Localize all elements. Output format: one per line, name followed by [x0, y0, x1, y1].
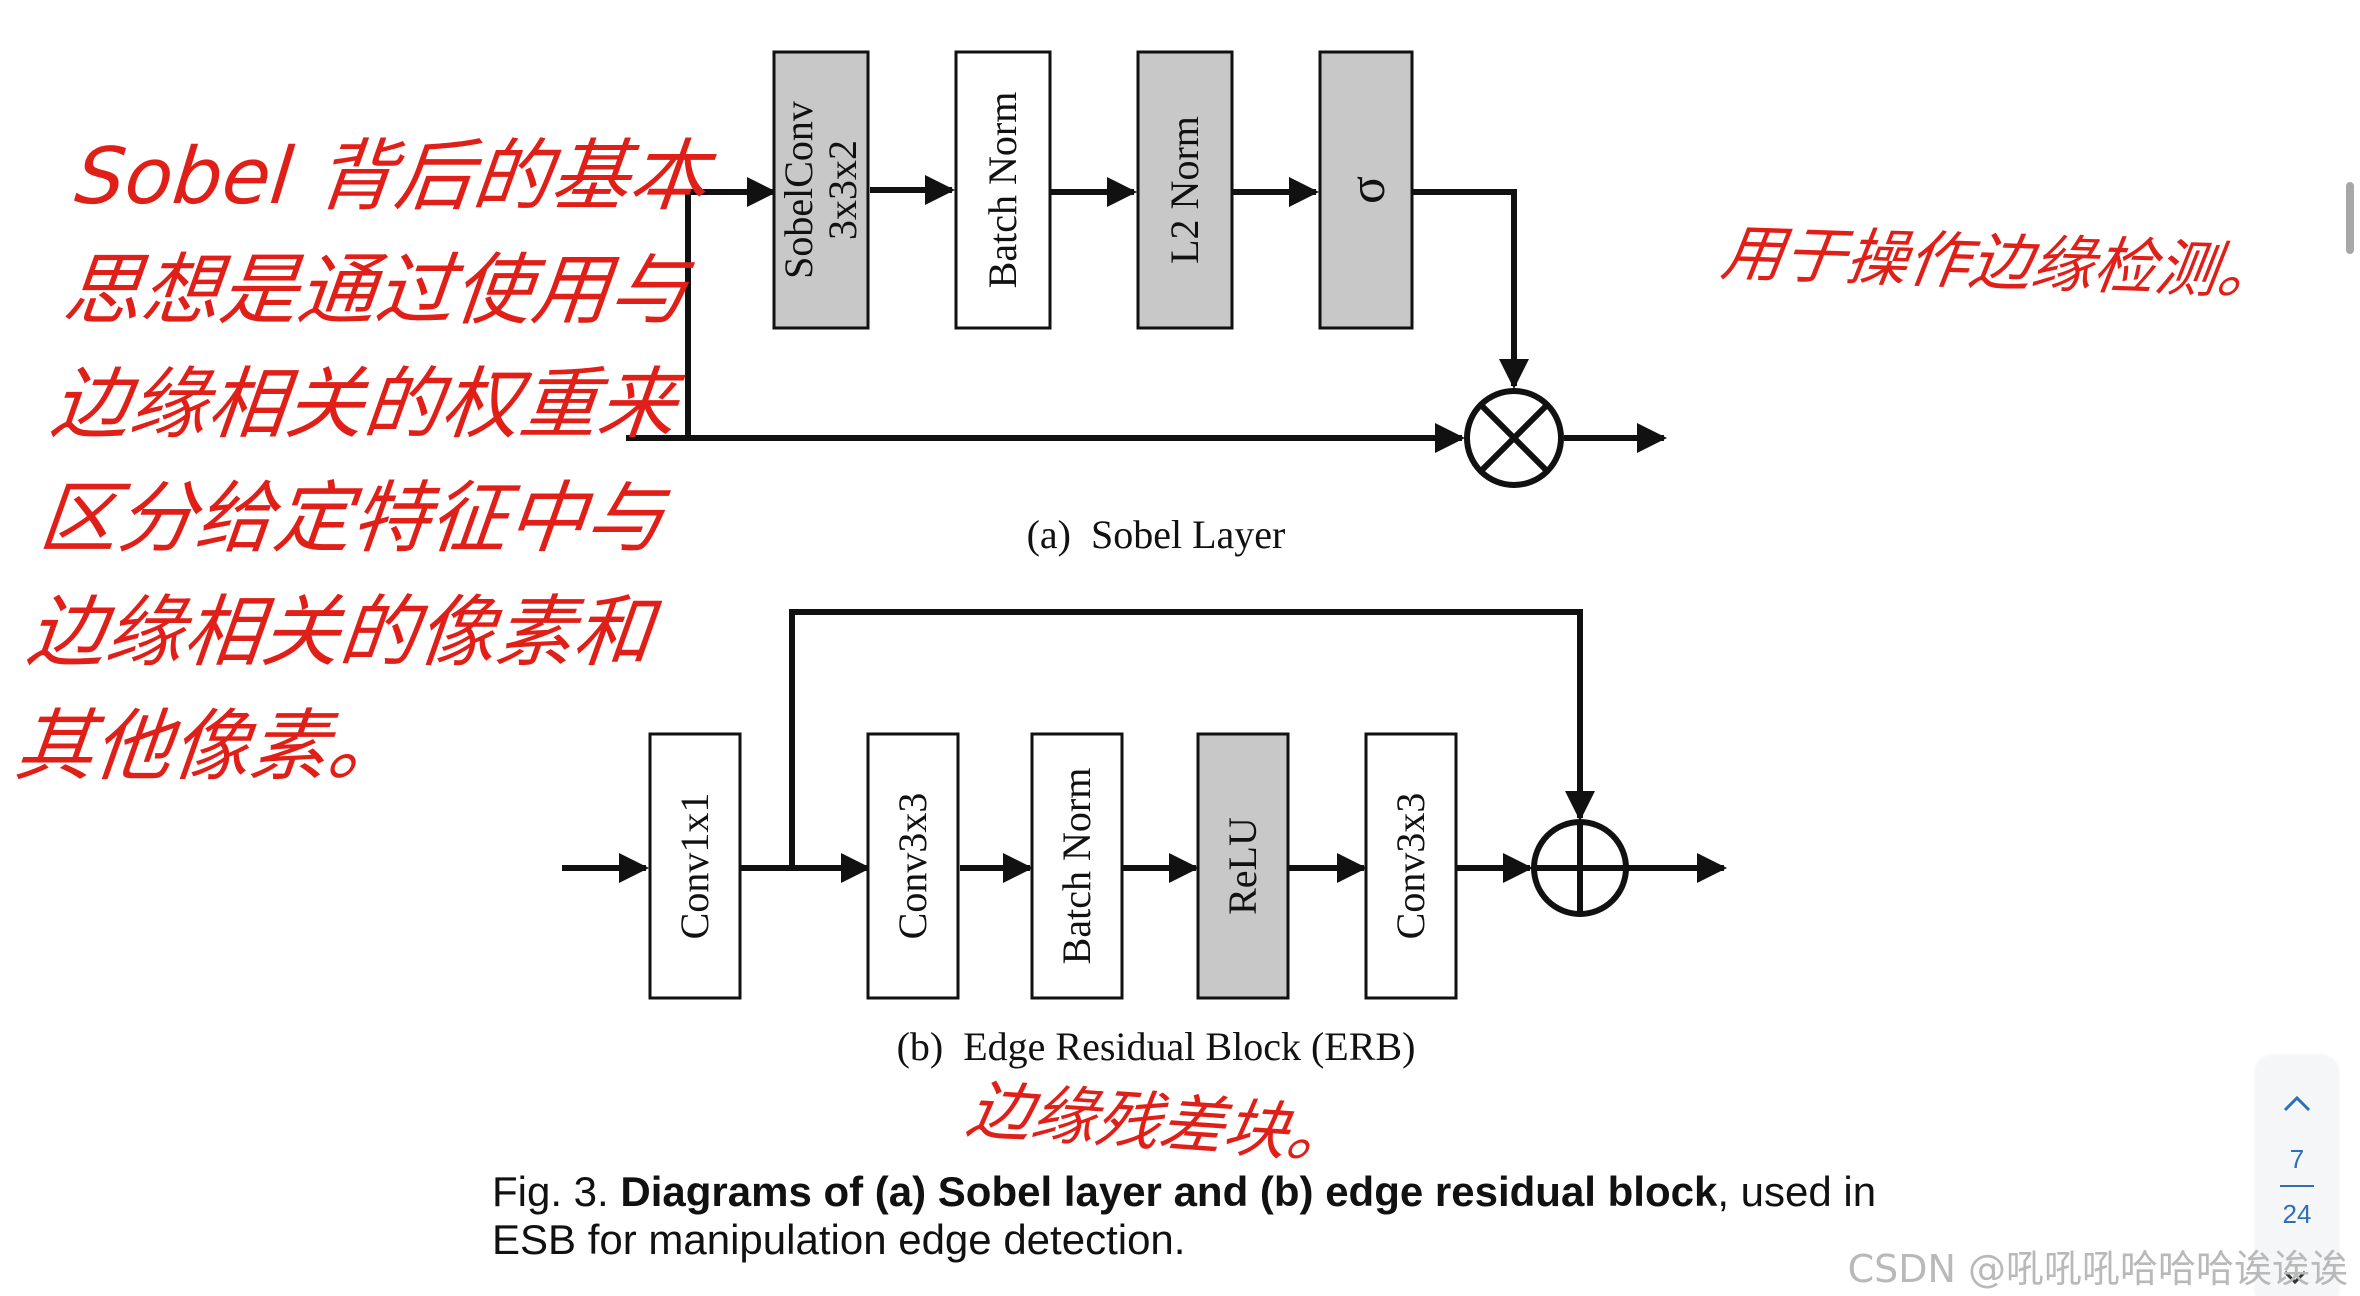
erb-block-4-label: Conv3x3 [1388, 793, 1433, 940]
sobel-layer-caption: (a) Sobel Layer [1027, 512, 1286, 557]
sobel-block-2 [1136, 50, 1234, 330]
erb-skip-connection [789, 609, 1595, 868]
sobel-block-0-label-2: 3x3x2 [820, 140, 865, 240]
handwritten-note-left: Sobel 背后的基本思想是通过使用与边缘相关的权重来区分给定特征中与边缘相关的… [11, 132, 712, 792]
sobel-block-3 [1318, 50, 1414, 330]
sigma-symbol: σ [1339, 176, 1396, 204]
chevron-down-icon[interactable] [2275, 1262, 2315, 1292]
total-pages: 24 [2282, 1199, 2312, 1229]
erb-block-2-label: Batch Norm [1054, 768, 1099, 965]
erb-block-3-label: ReLU [1220, 817, 1265, 915]
sobel-blocks: SobelConv 3x3x2 Batch Norm L2 Norm σ (a)… [772, 50, 1564, 557]
erb-block-1-label: Conv3x3 [890, 793, 935, 940]
erb-block-0-label: Conv1x1 [672, 793, 717, 940]
figure-caption-suffix: , used in ESB for manipulation edge dete… [492, 1168, 1877, 1263]
sobel-block-1-label: Batch Norm [980, 92, 1025, 289]
figure-caption-prefix: Fig. 3. [492, 1168, 621, 1215]
sobel-branch-line [685, 177, 777, 438]
handwritten-note-right: 用于操作边缘检测。 [1717, 216, 2286, 309]
sobel-block-0 [772, 50, 870, 330]
sobel-block-2-label: L2 Norm [1162, 116, 1207, 264]
erb-block-2 [1030, 732, 1124, 1000]
page-separator [2280, 1185, 2314, 1187]
erb-caption: (b) Edge Residual Block (ERB) [897, 1024, 1416, 1069]
multiply-operator [1464, 388, 1564, 488]
current-page: 7 [2289, 1144, 2305, 1174]
sobel-block-1 [954, 50, 1052, 330]
chevron-up-icon[interactable] [2256, 1082, 2338, 1122]
figure-caption: Fig. 3. Diagrams of (a) Sobel layer and … [492, 1168, 1892, 1264]
figure-caption-bold: Diagrams of (a) Sobel layer and (b) edge… [620, 1168, 1718, 1215]
add-operator [1531, 819, 1629, 917]
scrollbar-thumb[interactable] [2346, 182, 2354, 254]
page-navigator: 7 24 [2256, 1056, 2338, 1296]
erb-block-3 [1196, 732, 1290, 1000]
erb [562, 609, 1727, 883]
watermark: CSDN @吼吼吼哈哈哈诶诶诶 [1847, 1247, 2348, 1291]
erb-block-4 [1364, 732, 1458, 1000]
erb-block-0 [648, 732, 742, 1000]
erb-blocks: Conv1x1 Conv3x3 Batch Norm ReLU Conv3x3 … [648, 732, 1629, 1069]
sobel-layer [626, 175, 1667, 453]
sobel-block-0-label-1: SobelConv [776, 101, 821, 279]
erb-block-1 [866, 732, 960, 1000]
